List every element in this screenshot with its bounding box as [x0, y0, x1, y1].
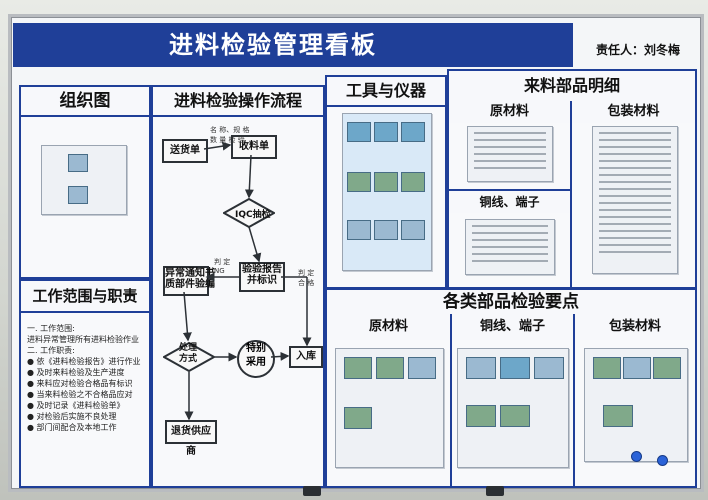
raw-point-photo-4 — [344, 407, 372, 429]
pack-point-photo-1 — [593, 357, 621, 379]
pack-points-sheet — [584, 348, 688, 462]
org-photo-1 — [68, 154, 88, 172]
points-divider-1 — [450, 314, 452, 486]
tool-photo-3 — [401, 122, 425, 142]
pack-point-photo-4 — [603, 405, 633, 427]
tools-panel: 工具与仪器 — [325, 75, 447, 289]
parts-wire-label: 铜线、端子 — [449, 191, 570, 213]
decision-diamond-shape — [161, 341, 217, 373]
org-photo-2 — [68, 186, 88, 204]
board-title: 进料检验管理看板 — [169, 31, 377, 59]
raw-point-photo-3 — [408, 357, 436, 379]
wire-parts-sheet — [465, 219, 555, 275]
pack-point-photo-2 — [623, 357, 651, 379]
decision-diamond — [161, 341, 217, 373]
management-board: 进料检验管理看板 责任人：刘冬梅 组织图 工作范围与职责 一. 工作范围: 进料… — [8, 14, 704, 496]
wire-point-photo-5 — [500, 405, 530, 427]
parts-panel: 来料部品明细 原材料 包装材料 铜线、端子 — [447, 69, 697, 289]
raw-point-photo-1 — [344, 357, 372, 379]
points-divider-2 — [573, 314, 575, 486]
wire-point-photo-4 — [466, 405, 496, 427]
tool-photo-5 — [374, 172, 398, 192]
binder-clip-2 — [486, 486, 504, 496]
warehouse-box: 入库 — [289, 346, 323, 368]
points-wire-label: 铜线、端子 — [452, 314, 573, 340]
tool-photo-1 — [347, 122, 371, 142]
decision-label: 处理 方式 — [179, 343, 198, 364]
tool-photo-6 — [401, 172, 425, 192]
magnet-1 — [631, 451, 642, 462]
binder-clip-1 — [303, 486, 321, 496]
scope-text: 一. 工作范围: 进料异常管理所有进料检验作业 二. 工作职责: ● 依《进料检… — [27, 324, 141, 432]
org-header: 组织图 — [21, 87, 149, 117]
points-header: 各类部品检验要点 — [327, 290, 695, 316]
flow-panel: 进料检验操作流程 送货单 收料单 名 称、规 格 数 量 检 验 IQC抽检 异… — [151, 85, 325, 488]
wire-point-photo-1 — [466, 357, 496, 379]
delivery-note-box: 送货单 — [162, 139, 208, 163]
parts-raw-label: 原材料 — [449, 101, 570, 123]
raw-parts-sheet — [467, 126, 553, 182]
owner-label: 责任人：刘冬梅 — [596, 43, 681, 57]
title-bar: 进料检验管理看板 — [13, 23, 573, 67]
tools-sheet — [342, 113, 432, 271]
tool-photo-2 — [374, 122, 398, 142]
flow-note-3: 判 定 合 格 — [298, 269, 315, 287]
flow-arrows — [182, 141, 312, 421]
parts-pack-label: 包装材料 — [572, 101, 695, 123]
iqc-label: IQC抽检 — [235, 210, 271, 220]
flow-note-2: 判 定 NG — [214, 258, 231, 275]
receipt-box: 收料单 — [231, 135, 277, 159]
points-raw-label: 原材料 — [327, 314, 450, 340]
wire-points-sheet — [457, 348, 569, 468]
pack-parts-sheet — [592, 126, 678, 274]
wire-point-photo-2 — [500, 357, 530, 379]
magnet-2 — [657, 455, 668, 466]
tool-photo-7 — [347, 220, 371, 240]
raw-points-sheet — [335, 348, 444, 468]
tool-photo-4 — [347, 172, 371, 192]
parts-divider — [570, 101, 572, 287]
parts-header: 来料部品明细 — [449, 71, 695, 103]
inspection-report-box: 验验报告 并标识 — [239, 262, 285, 292]
wire-point-photo-3 — [534, 357, 564, 379]
pack-point-photo-3 — [653, 357, 681, 379]
raw-point-photo-2 — [376, 357, 404, 379]
tool-photo-8 — [374, 220, 398, 240]
scope-panel: 工作范围与职责 一. 工作范围: 进料异常管理所有进料检验作业 二. 工作职责:… — [19, 279, 151, 488]
special-use-circle: 特别 采用 — [237, 340, 275, 378]
scope-header: 工作范围与职责 — [21, 281, 149, 313]
org-panel: 组织图 — [19, 85, 151, 279]
org-chart-sheet — [41, 145, 127, 215]
points-pack-label: 包装材料 — [575, 314, 695, 340]
tools-header: 工具与仪器 — [327, 77, 445, 107]
parts-subdivider — [449, 189, 570, 191]
tool-photo-9 — [401, 220, 425, 240]
return-supplier-box: 退货供应商 — [165, 420, 217, 457]
flow-header: 进料检验操作流程 — [153, 87, 323, 117]
